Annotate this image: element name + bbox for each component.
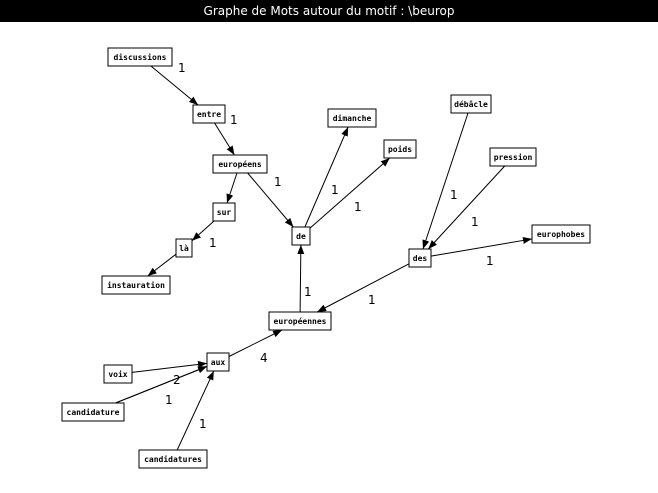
edge-weight-label: 1 xyxy=(165,393,173,407)
node-label: européens xyxy=(218,159,262,169)
node-label: des xyxy=(413,254,428,263)
node-label: instauration xyxy=(107,280,165,290)
edge-weight-label: 1 xyxy=(230,113,238,127)
node-label: discussions xyxy=(114,52,167,62)
node-de[interactable]: de xyxy=(291,226,311,246)
node-label: poids xyxy=(388,144,412,154)
edge-europeens-de xyxy=(247,172,294,228)
edge-weight-label: 1 xyxy=(209,236,217,250)
node-label: aux xyxy=(211,358,226,367)
edge-entre-europeens xyxy=(214,122,235,156)
edge-discussions-entre xyxy=(150,65,199,106)
edge-weight-label: 1 xyxy=(471,215,479,229)
edge-de-poids xyxy=(309,157,391,229)
node-voix[interactable]: voix xyxy=(103,364,133,384)
edge-weight-label: 4 xyxy=(260,351,268,365)
node-poids[interactable]: poids xyxy=(383,139,417,159)
edge-weight-label: 1 xyxy=(178,61,186,75)
edge-pression-des xyxy=(427,165,506,250)
edge-des-europeennes xyxy=(316,263,410,313)
edge-candidature-aux xyxy=(115,365,208,404)
node-sur[interactable]: sur xyxy=(212,202,236,222)
node-instauration[interactable]: instauration xyxy=(101,275,171,295)
edge-weight-label: 1 xyxy=(368,293,376,307)
edge-aux-europeennes xyxy=(228,329,283,357)
node-aux[interactable]: aux xyxy=(206,352,230,372)
node-label: là xyxy=(179,244,189,253)
node-des[interactable]: des xyxy=(408,248,432,268)
node-pression[interactable]: pression xyxy=(489,147,537,167)
edge-sur-la xyxy=(191,220,215,242)
edge-weight-label: 1 xyxy=(354,200,362,214)
node-label: voix xyxy=(108,369,127,379)
edge-weight-label: 1 xyxy=(486,254,494,268)
node-discussions[interactable]: discussions xyxy=(107,47,173,67)
node-label: sur xyxy=(217,208,232,217)
node-label: entre xyxy=(197,110,221,119)
node-label: débâcle xyxy=(454,99,488,109)
edge-weight-label: 1 xyxy=(274,175,282,189)
node-debacle[interactable]: débâcle xyxy=(450,94,492,114)
node-candidatures[interactable]: candidatures xyxy=(138,449,208,469)
node-label: candidature xyxy=(67,407,120,417)
edge-weight-label: 1 xyxy=(304,285,312,299)
edge-weight-label: 1 xyxy=(199,417,207,431)
edge-weight-label: 1 xyxy=(331,183,339,197)
edge-voix-aux xyxy=(131,360,208,373)
node-label: candidatures xyxy=(144,454,202,464)
edge-europeens-sur xyxy=(226,172,238,204)
node-label: pression xyxy=(494,152,533,162)
node-europeennes[interactable]: européennes xyxy=(268,311,332,331)
node-label: europhobes xyxy=(537,230,585,239)
node-entre[interactable]: entre xyxy=(192,104,226,124)
edge-la-instauration xyxy=(147,253,177,277)
node-candidature[interactable]: candidature xyxy=(61,402,125,422)
node-label: européennes xyxy=(274,316,327,326)
node-label: dimanche xyxy=(333,113,372,123)
edge-candidatures-aux xyxy=(176,370,215,451)
node-europeens[interactable]: européens xyxy=(212,154,268,174)
node-europhobes[interactable]: europhobes xyxy=(531,224,591,244)
node-dimanche[interactable]: dimanche xyxy=(327,108,377,128)
edge-europeennes-de xyxy=(297,244,305,313)
edge-debacle-des xyxy=(422,112,469,250)
edge-de-dimanche xyxy=(304,126,349,228)
node-label: de xyxy=(296,232,306,241)
window-title: Graphe de Mots autour du motif : \beurop xyxy=(0,0,658,22)
node-la[interactable]: là xyxy=(175,238,193,258)
edge-des-europhobes xyxy=(430,236,533,257)
edge-weight-label: 2 xyxy=(173,373,181,387)
edge-weight-label: 1 xyxy=(450,188,458,202)
